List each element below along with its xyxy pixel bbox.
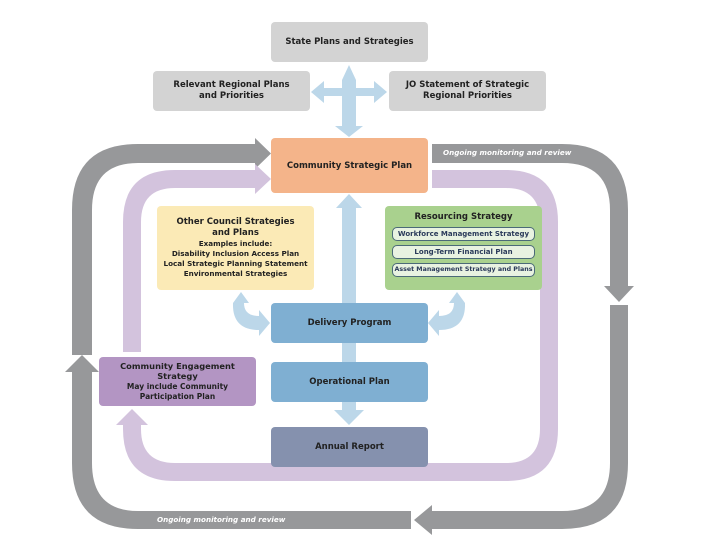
resourcing-item-financial: Long-Term Financial Plan (392, 245, 535, 259)
other-strategies-curved-arrow (232, 292, 270, 336)
delivery-operational-connector (342, 343, 356, 362)
engagement-loop-left (123, 170, 255, 352)
state-plans-label: State Plans and Strategies (285, 36, 414, 47)
engagement-loop-arrowhead-up (116, 409, 148, 425)
delivery-program-box: Delivery Program (271, 303, 428, 343)
outer-monitoring-loop (65, 138, 634, 535)
other-council-strategies-box: Other Council Strategies and Plans Examp… (157, 206, 314, 290)
annual-report-box: Annual Report (271, 427, 428, 467)
community-engagement-box: Community Engagement Strategy May includ… (99, 357, 256, 406)
csp-label: Community Strategic Plan (286, 160, 413, 171)
resourcing-strategy-box: Resourcing Strategy Workforce Management… (385, 206, 542, 290)
regional-plans-box: Relevant Regional Plans and Priorities (153, 71, 310, 111)
resourcing-item-workforce: Workforce Management Strategy (392, 227, 535, 241)
monitoring-label-bottom: Ongoing monitoring and review (157, 515, 286, 524)
other-strategies-subtitle: Examples include: (198, 239, 273, 248)
other-strategies-title: Other Council Strategies and Plans (176, 217, 295, 238)
community-strategic-plan-box: Community Strategic Plan (271, 138, 428, 193)
annual-report-label: Annual Report (315, 442, 384, 452)
outer-loop-arrowhead-up (65, 355, 99, 372)
resourcing-title: Resourcing Strategy (414, 212, 513, 222)
four-way-arrow (311, 65, 387, 137)
operational-plan-label: Operational Plan (309, 377, 390, 387)
state-plans-box: State Plans and Strategies (271, 22, 428, 62)
engagement-loop-arrowhead-right (255, 164, 271, 194)
engagement-title: Community Engagement Strategy (120, 360, 235, 382)
regional-plans-label: Relevant Regional Plans and Priorities (173, 80, 290, 101)
other-strategies-item: Local Strategic Planning Statement (163, 259, 308, 268)
outer-loop-arrowhead-right (255, 138, 271, 169)
outer-loop-right-bottom (432, 305, 628, 529)
outer-loop-left-top (72, 144, 255, 355)
resourcing-item-asset: Asset Management Strategy and Plans (392, 263, 535, 277)
resourcing-curved-arrow (428, 292, 466, 336)
jo-statement-label: JO Statement of Strategic Regional Prior… (405, 80, 530, 101)
flow-arrows (232, 65, 466, 425)
csp-delivery-arrow (336, 194, 362, 303)
operational-plan-box: Operational Plan (271, 362, 428, 402)
operational-annual-arrow (334, 402, 364, 425)
delivery-program-label: Delivery Program (307, 318, 392, 328)
outer-loop-arrowhead-left (414, 505, 432, 535)
jo-statement-box: JO Statement of Strategic Regional Prior… (389, 71, 546, 111)
outer-loop-right-top (432, 144, 628, 286)
monitoring-label-top: Ongoing monitoring and review (443, 148, 572, 157)
engagement-subtitle: May include Community Participation Plan (126, 381, 229, 402)
other-strategies-item: Environmental Strategies (183, 269, 288, 278)
other-strategies-item: Disability Inclusion Access Plan (171, 249, 300, 258)
engagement-loop (116, 164, 558, 481)
outer-loop-arrowhead-down (604, 286, 634, 302)
outer-loop-left-bottom (72, 372, 411, 529)
